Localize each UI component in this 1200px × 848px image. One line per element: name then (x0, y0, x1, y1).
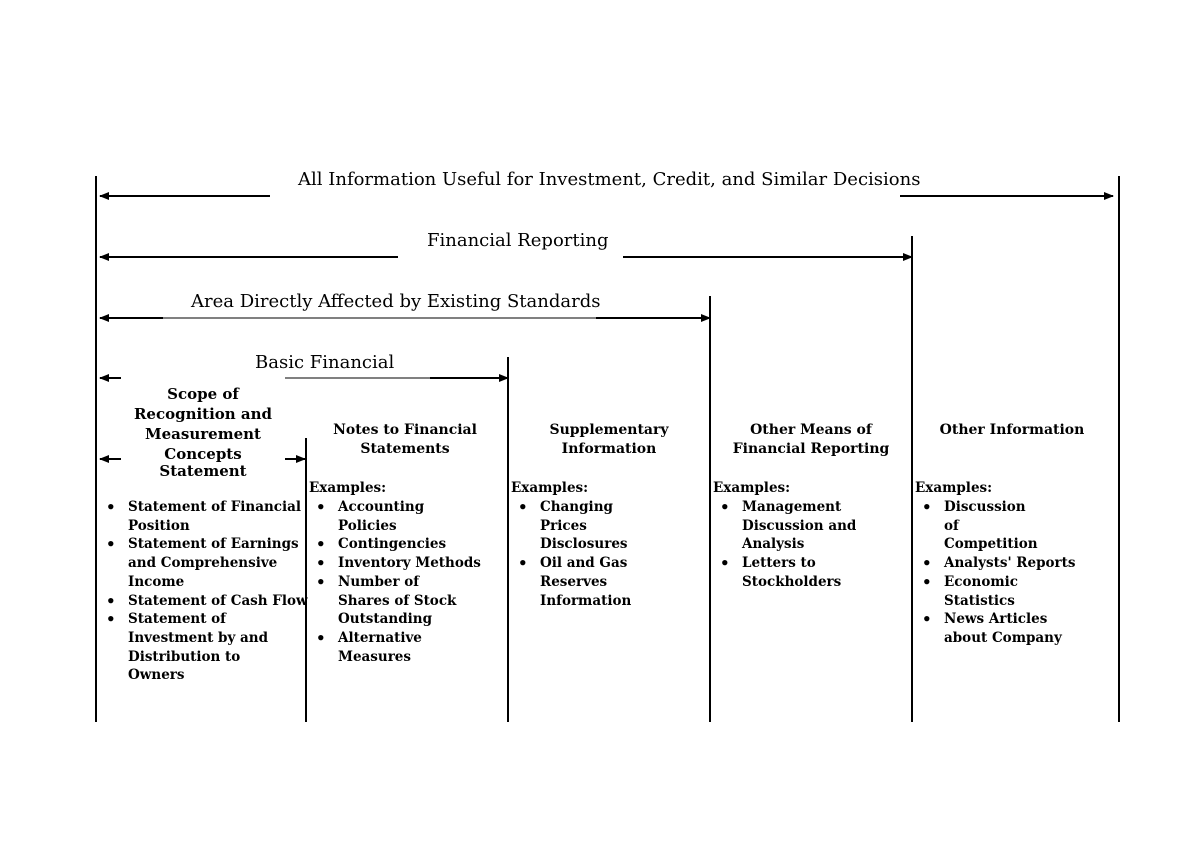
list-item: Contingencies (314, 535, 484, 554)
scope-list: Statement of Financial Position Statemen… (104, 498, 308, 685)
list-item: Changing Prices Disclosures (516, 498, 696, 554)
list-item: Statement of Financial Position (104, 498, 308, 535)
list-item: Management Discussion and Analysis (718, 498, 912, 554)
notes-heading: Notes to Financial Statements (333, 422, 477, 457)
scope-heading-line-3: Measurement (145, 425, 261, 443)
list-item: Economic Statistics (920, 573, 1090, 610)
list-item: Analysts' Reports (920, 554, 1090, 573)
scope-heading-line-2: Recognition and (133, 405, 273, 423)
scope-heading-line-5: Statement (159, 462, 247, 480)
other-information-examples-label: Examples: (915, 480, 993, 496)
scope-heading-line-4: Concepts (164, 445, 242, 463)
other-means-heading: Other Means of Financial Reporting (732, 422, 890, 457)
list-item: Inventory Methods (314, 554, 484, 573)
list-item: Statement of Earnings and Comprehensive … (104, 535, 308, 591)
scope-heading: Scope of Recognition and Measurement Con… (123, 384, 283, 481)
list-item: Statement of Cash Flow (104, 592, 308, 611)
other-means-list: Management Discussion and Analysis Lette… (718, 498, 912, 592)
supplementary-heading: Supplementary Information (549, 422, 669, 457)
list-item: News Articles about Company (920, 610, 1090, 647)
area-affected-heading: Area Directly Affected by Existing Stand… (191, 291, 601, 312)
list-item: Statement of Investment by and Distribut… (104, 610, 308, 685)
list-item: Number of Shares of Stock Outstanding (314, 573, 484, 629)
list-item: Accounting Policies (314, 498, 484, 535)
notes-list: Accounting Policies Contingencies Invent… (314, 498, 484, 666)
financial-reporting-heading: Financial Reporting (427, 230, 609, 252)
other-information-heading: Other Information (939, 422, 1085, 438)
list-item: Oil and Gas Reserves Information (516, 554, 696, 610)
basic-financial-heading: Basic Financial (255, 352, 395, 373)
notes-examples-label: Examples: (309, 480, 387, 496)
list-item: Alternative Measures (314, 629, 484, 666)
all-information-heading: All Information Useful for Investment, C… (298, 169, 921, 191)
other-information-list: Discussion of Competition Analysts' Repo… (920, 498, 1090, 648)
other-means-examples-label: Examples: (713, 480, 791, 496)
supplementary-examples-label: Examples: (511, 480, 589, 496)
supplementary-list: Changing Prices Disclosures Oil and Gas … (516, 498, 696, 610)
list-item: Letters to Stockholders (718, 554, 912, 591)
list-item: Discussion of Competition (920, 498, 1090, 554)
scope-heading-line-1: Scope of (167, 385, 239, 403)
